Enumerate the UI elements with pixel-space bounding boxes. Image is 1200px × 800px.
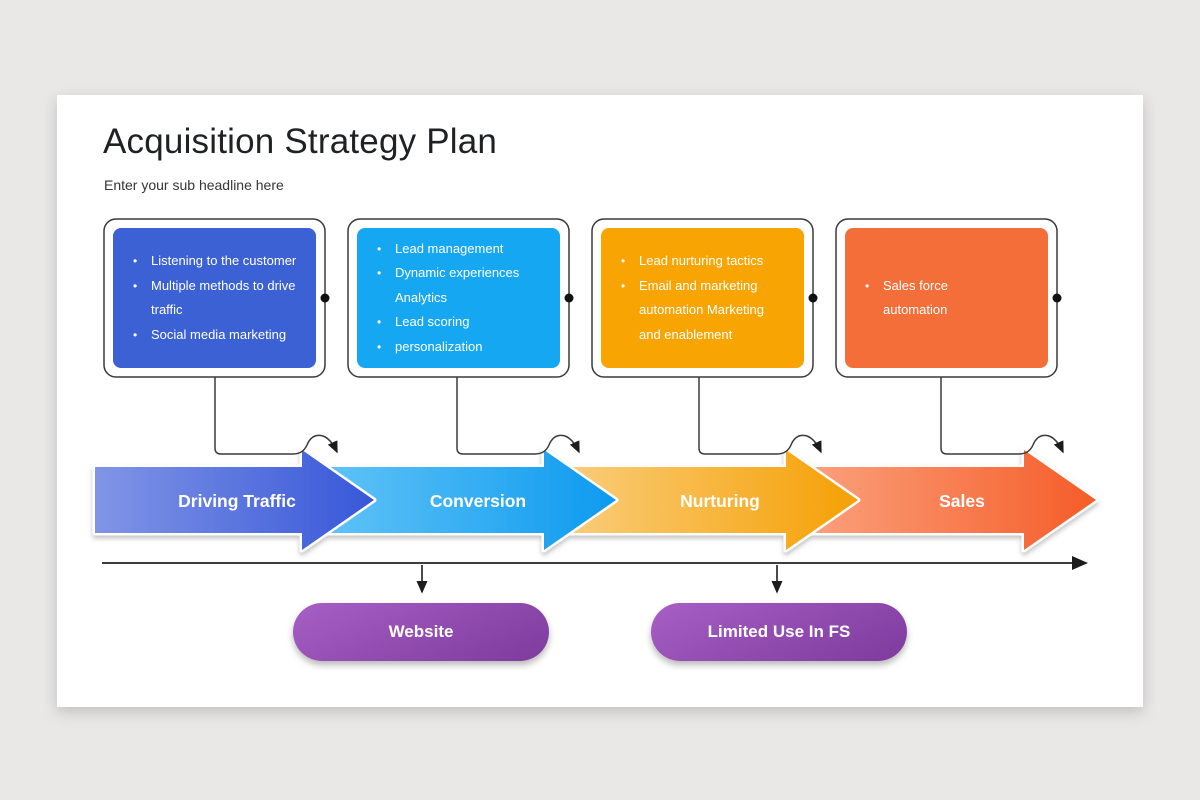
pill-label: Limited Use In FS (707, 622, 851, 641)
bullet-item: •Multiple methods to drive traffic (133, 274, 308, 323)
connector-dot-2 (564, 293, 574, 303)
bullet-icon: • (377, 315, 382, 330)
bullet-item: •Social media marketing (133, 323, 308, 348)
stage-box-sales: •Sales force automation (845, 228, 1048, 368)
bullet-icon: • (133, 278, 138, 293)
arrow-label-nurturing: Nurturing (680, 491, 760, 511)
slide-canvas (57, 95, 1143, 707)
bullet-list: •Listening to the customer •Multiple met… (133, 249, 308, 347)
slide-subtitle: Enter your sub headline here (104, 177, 284, 193)
stage-arrow-driving-traffic (92, 447, 377, 553)
bullet-item: •Sales force automation (865, 274, 1040, 323)
bullet-icon: • (621, 254, 626, 268)
stage-box-conversion: •Lead management •Dynamic experiences An… (357, 228, 560, 368)
stage-arrow-sales (783, 447, 1099, 553)
timeline-pill-website: Website (293, 603, 549, 661)
connector-line-2 (456, 377, 580, 455)
bullet-item: •Email and marketing automation Marketin… (621, 274, 796, 348)
stage-box-driving-traffic: •Listening to the customer •Multiple met… (113, 228, 316, 368)
stage-arrow-nurturing (541, 447, 861, 553)
pill-label: Website (388, 622, 454, 641)
arrow-label-sales: Sales (939, 491, 985, 511)
arrow-label-driving-traffic: Driving Traffic (178, 491, 296, 511)
bullet-item: •personalization (377, 335, 552, 360)
bullet-item: •Lead scoring (377, 310, 552, 335)
bullet-list: •Lead management •Dynamic experiences An… (377, 237, 552, 360)
bullet-list: •Sales force automation (865, 274, 1040, 323)
connector-line-4 (940, 377, 1064, 455)
bullet-icon: • (621, 278, 626, 293)
stage-box-nurturing: •Lead nurturing tactics •Email and marke… (601, 228, 804, 368)
bullet-icon: • (865, 278, 870, 293)
bullet-icon: • (133, 327, 138, 342)
bullet-icon: • (377, 339, 382, 354)
bullet-item: •Dynamic experiences Analytics (377, 261, 552, 310)
slide-title: Acquisition Strategy Plan (103, 122, 498, 161)
timeline-pill-limited-use: Limited Use In FS (651, 603, 907, 661)
connector-line-3 (698, 377, 822, 455)
connector-dot-4 (1052, 293, 1062, 303)
bullet-icon: • (133, 254, 138, 268)
bullet-item: •Lead management (377, 237, 552, 262)
bullet-item: •Lead nurturing tactics (621, 249, 796, 274)
connector-dot-3 (808, 293, 818, 303)
connector-line-1 (214, 377, 338, 455)
bullet-item: •Listening to the customer (133, 249, 308, 274)
arrow-label-conversion: Conversion (430, 491, 526, 511)
bullet-icon: • (377, 266, 382, 281)
connector-dot-1 (320, 293, 330, 303)
bullet-list: •Lead nurturing tactics •Email and marke… (621, 249, 796, 347)
bullet-icon: • (377, 241, 382, 256)
stage-arrow-conversion (299, 447, 619, 553)
